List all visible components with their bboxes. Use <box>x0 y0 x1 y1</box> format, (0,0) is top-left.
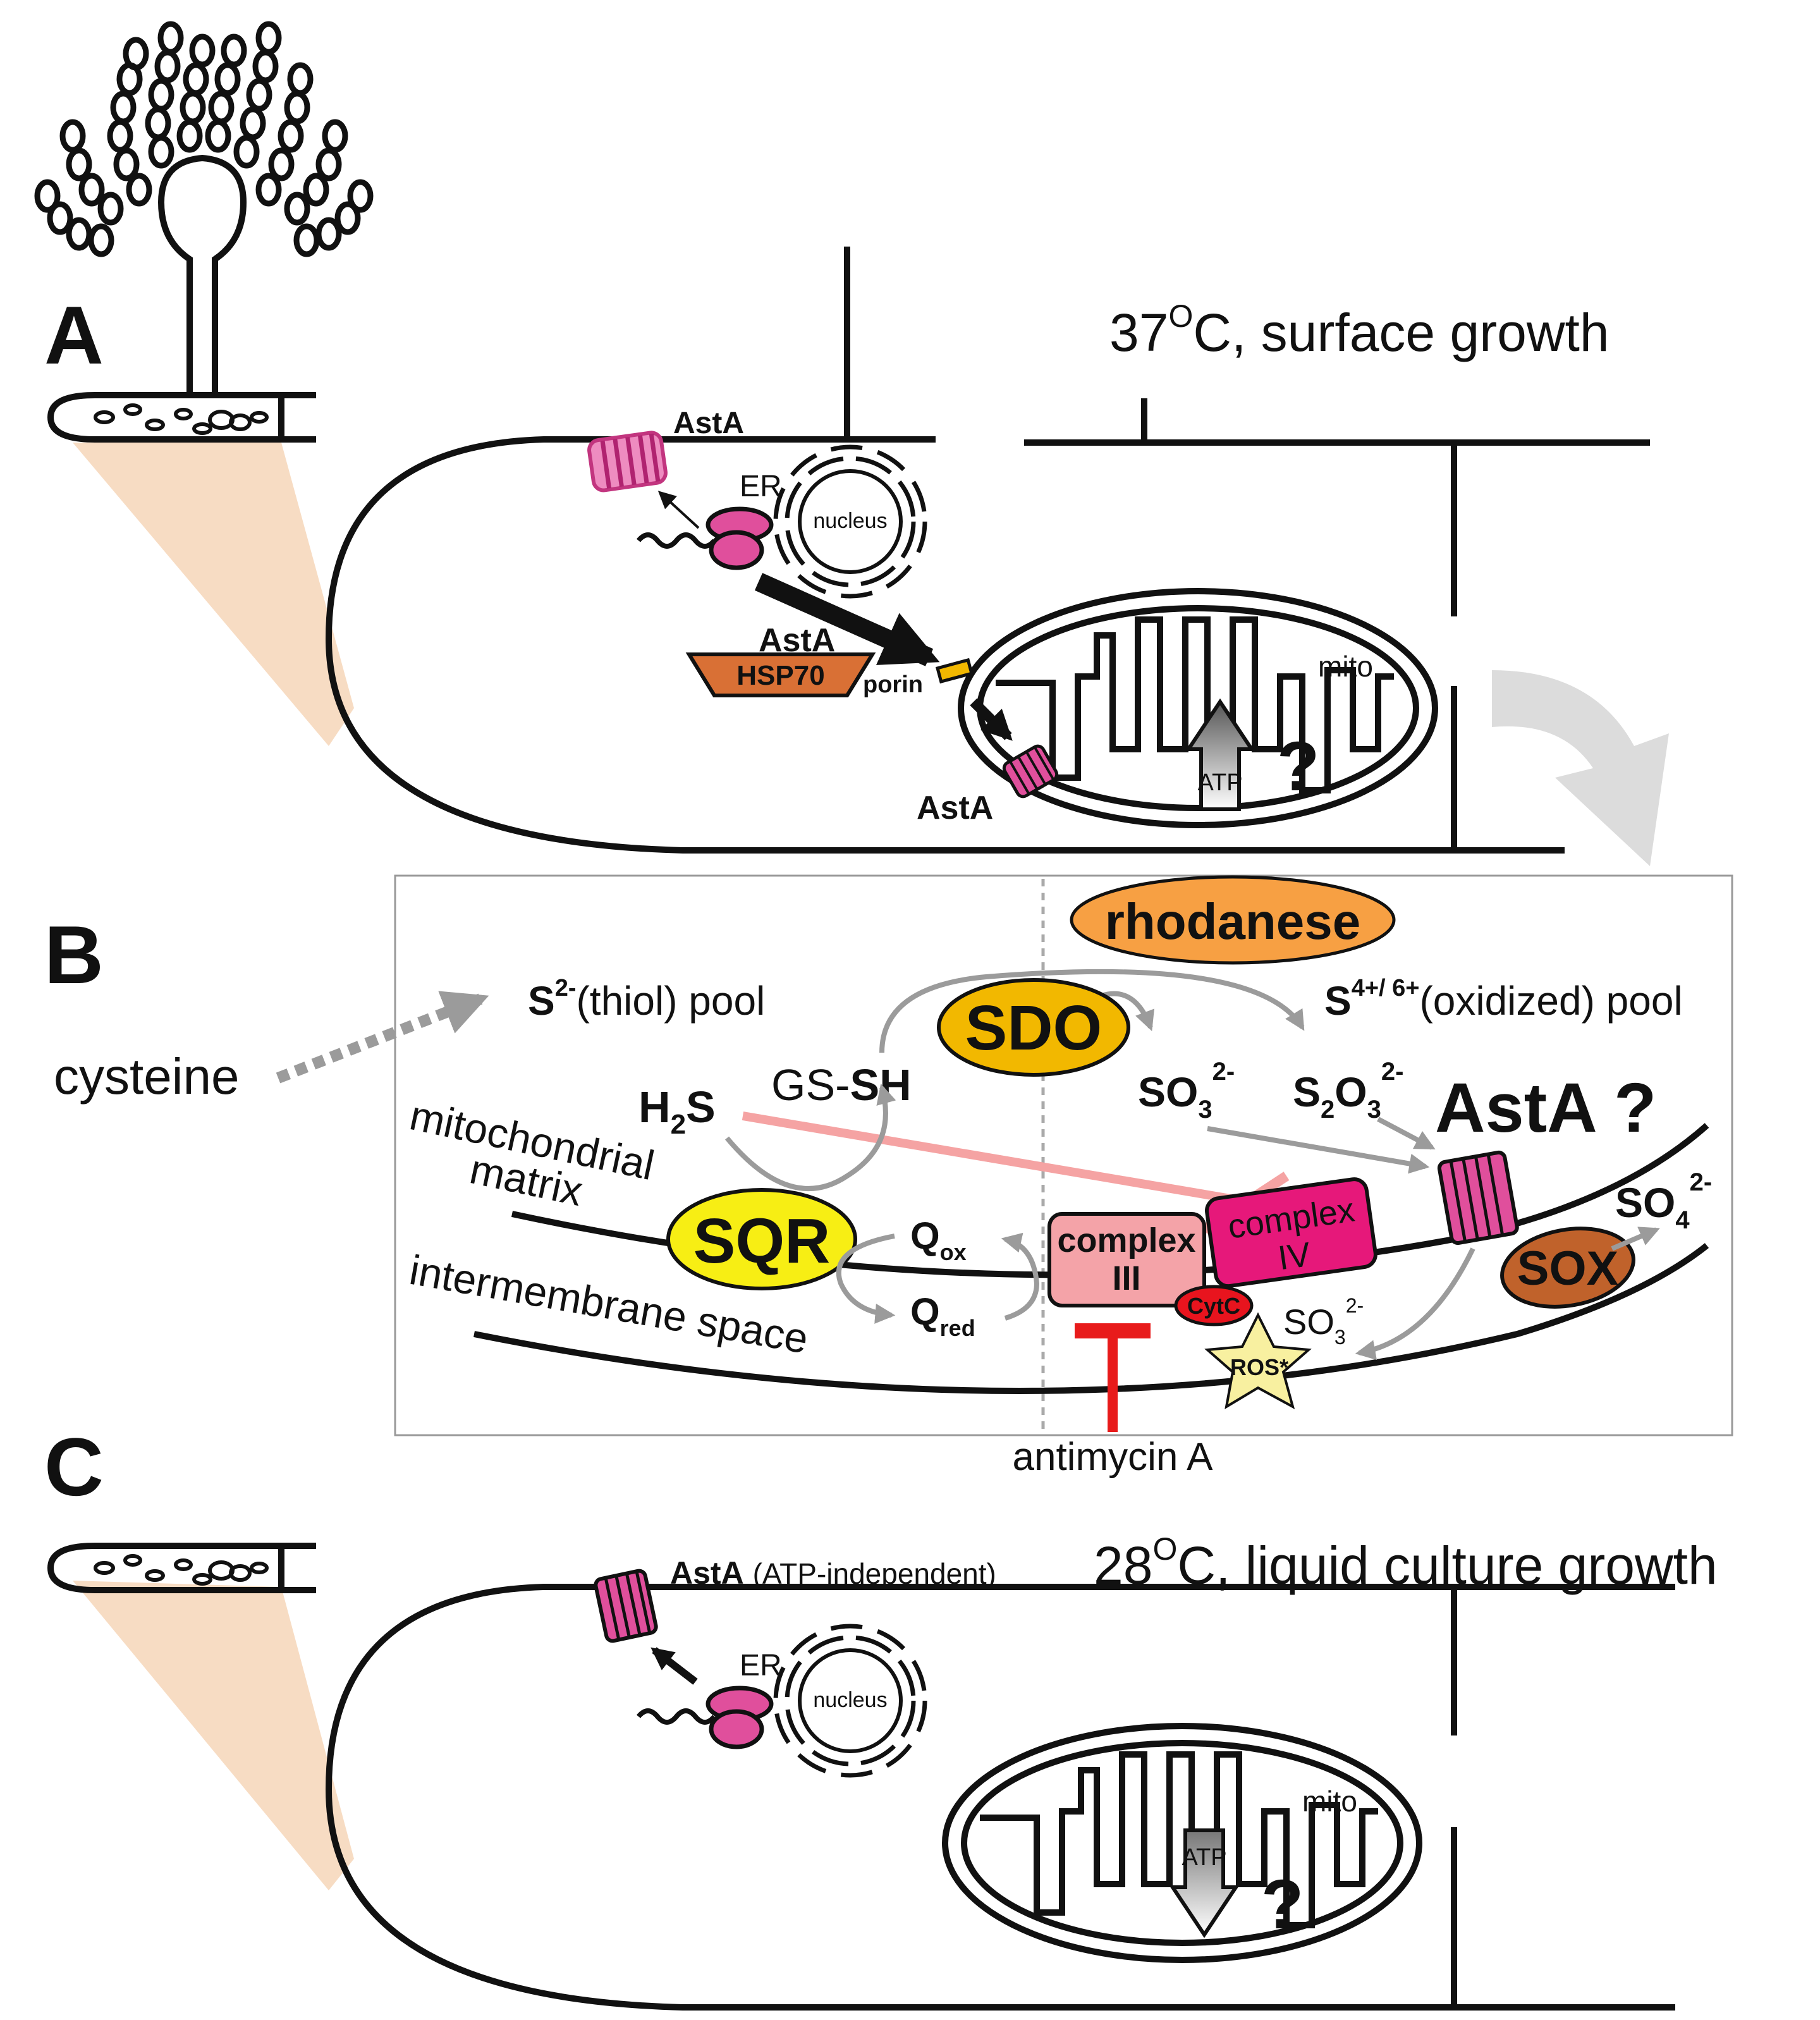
h2s-label: H2S <box>638 1082 716 1140</box>
nucleus-label-c: nucleus <box>813 1688 887 1712</box>
atp-up-arrow <box>1185 698 1255 811</box>
complex-iv <box>1205 1177 1377 1289</box>
asta-mito-protein <box>1002 744 1059 799</box>
s2o3-label: S2O32- <box>1293 1058 1403 1123</box>
conidiophore-illustration <box>34 21 374 392</box>
panel-c: C AstA (ATP-independent) 28OC, liquid c <box>44 1421 1718 2011</box>
nucleus-er <box>773 444 927 599</box>
er-label-c: ER <box>740 1649 782 1682</box>
arrow-ribosome-to-membrane <box>657 491 700 529</box>
ros-label: ROS* <box>1230 1354 1288 1380</box>
asta-transporter-b <box>1437 1150 1519 1246</box>
complex-iv-label-2: IV <box>1276 1235 1313 1278</box>
arrow-to-mitochondrion <box>754 573 940 666</box>
q-cycle-left-arc <box>836 1233 896 1324</box>
asta-atp-independent-label: AstA (ATP-independent) <box>670 1555 996 1591</box>
condition-37c: 37OC, surface growth <box>1109 298 1609 362</box>
ros-star <box>1204 1312 1312 1410</box>
oxidized-pool-label: S4+/ 6+(oxidized) pool <box>1324 975 1683 1024</box>
porin-label: porin <box>863 671 923 698</box>
sdo-enzyme <box>937 978 1130 1077</box>
panel-c-letter: C <box>44 1421 104 1513</box>
thiol-pool-label: S2-(thiol) pool <box>528 975 765 1024</box>
hypha-tip-small <box>47 392 316 443</box>
so3-label-top: SO32- <box>1138 1058 1235 1123</box>
asta-plasma-membrane-c <box>594 1569 658 1643</box>
ribosome-icon <box>636 506 774 570</box>
asta-to-ros-arrow <box>1355 1247 1475 1361</box>
sox-to-so4-arrow <box>1611 1227 1660 1251</box>
cytc-label: CytC <box>1187 1293 1240 1319</box>
hypha-cell-28c <box>325 1584 1675 2011</box>
complex-iii-label-1: complex <box>1057 1221 1195 1259</box>
asta-label-membrane: AstA <box>673 407 744 440</box>
zoom-wedge-c <box>73 1581 354 1890</box>
porin-channel <box>935 658 974 684</box>
so3-to-asta-arrow <box>1207 1126 1430 1174</box>
mito-label-a: mito <box>1318 650 1373 683</box>
condition-28c: 28OC, liquid culture growth <box>1094 1531 1718 1595</box>
atp-label-c: ATP <box>1182 1844 1226 1871</box>
so3-label-bottom: SO32- <box>1283 1294 1364 1349</box>
panel-a-letter: A <box>44 289 104 381</box>
rhodanese-enzyme <box>1070 875 1396 965</box>
nucleus-er-c <box>773 1624 927 1778</box>
atp-label-a: ATP <box>1197 769 1242 796</box>
transition-arrow <box>1492 670 1669 866</box>
nucleus-label: nucleus <box>813 509 887 533</box>
ribosome-icon-c <box>636 1686 774 1749</box>
sqr-label: SQR <box>693 1206 831 1276</box>
arrow-ribosome-to-membrane-c <box>650 1647 698 1685</box>
cysteine-to-thiol-arrow <box>276 991 489 1084</box>
arrow-into-mito <box>970 698 1013 741</box>
hsp70-chaperone <box>685 652 876 697</box>
antimycin-label: antimycin A <box>1012 1435 1213 1479</box>
cysteine-label: cysteine <box>54 1048 239 1105</box>
q-cycle-right-arc <box>1001 1232 1040 1321</box>
hsp70-label: HSP70 <box>736 660 824 691</box>
panel-b-letter: B <box>44 909 104 1001</box>
rhodanese-label: rhodanese <box>1105 893 1361 950</box>
sox-label: SOX <box>1517 1242 1619 1295</box>
cytc-protein <box>1174 1285 1254 1326</box>
question-mark-c: ? <box>1261 1866 1304 1943</box>
s2o3-to-asta-arrow <box>1377 1117 1436 1150</box>
question-mark-a: ? <box>1277 728 1319 805</box>
q-red-label: Qred <box>910 1290 975 1341</box>
sox-enzyme <box>1500 1227 1635 1309</box>
hypha-cell-37c <box>325 247 1650 854</box>
asta-question-label: AstA ? <box>1435 1069 1656 1147</box>
complex-iii <box>1047 1212 1206 1307</box>
so4-label: SO42- <box>1615 1168 1712 1234</box>
atp-down-arrow <box>1169 1828 1240 1938</box>
complex-iii-label-2: III <box>1112 1259 1140 1297</box>
mitochondrion-c <box>942 1723 1422 1963</box>
gs-sh-label: GS-SH <box>771 1060 912 1110</box>
panel-b-frame <box>394 874 1733 1436</box>
mito-label-c: mito <box>1302 1785 1357 1818</box>
panel-b: B cysteine S2-(thiol) pool S4+/ 6+(oxidi… <box>44 874 1733 1479</box>
sqr-cycle-arc <box>724 1083 896 1191</box>
asta-plasma-membrane-protein <box>587 431 668 493</box>
sqr-enzyme <box>666 1188 857 1290</box>
h2s-inhibits-complex-iv <box>742 1111 1247 1206</box>
sdo-label: SDO <box>965 993 1102 1063</box>
zoom-wedge <box>73 443 354 746</box>
panel-a: A <box>34 21 1669 866</box>
sdo-arc-outer <box>879 969 1305 1053</box>
asta-label-mito: AstA <box>917 790 993 826</box>
er-label: ER <box>740 470 782 503</box>
hypha-tip-small-c <box>47 1543 316 1593</box>
q-ox-label: Qox <box>910 1215 967 1265</box>
